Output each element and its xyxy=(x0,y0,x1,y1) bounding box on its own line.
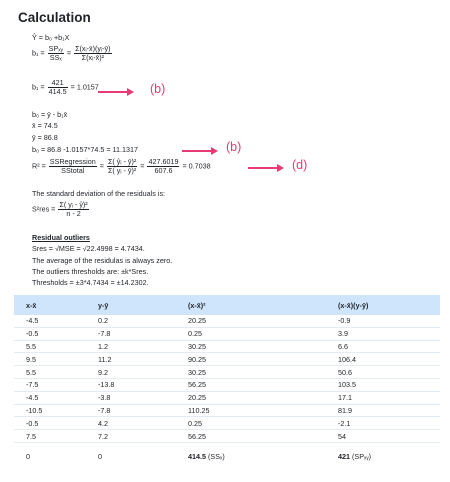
page-title: Calculation xyxy=(18,10,91,25)
residual-outliers-heading: Residual outliers xyxy=(32,233,90,242)
table-cell: 90.25 xyxy=(176,352,326,367)
residual-average-text: The average of the residulas is always z… xyxy=(32,256,173,265)
annotation-tag-b: (b) xyxy=(150,82,166,96)
table-cell: 50.6 xyxy=(326,365,440,379)
table-cell: 9.2 xyxy=(86,365,176,379)
table-cell: 6.6 xyxy=(326,340,440,354)
table-cell: 4.2 xyxy=(86,416,176,431)
table-cell: 7.5 xyxy=(14,429,86,443)
table-cell: 110.25 xyxy=(176,404,326,418)
table-cell: -0.9 xyxy=(326,315,440,328)
table-cell: -3.8 xyxy=(86,391,176,405)
table-total-row: 0 0 414.5 (SSₓ) 421 (SPₓᵧ) xyxy=(14,442,440,471)
table-cell: 56.25 xyxy=(176,429,326,443)
table-cell: 54 xyxy=(326,429,440,443)
table-cell: 30.25 xyxy=(176,365,326,379)
table-cell: 7.2 xyxy=(86,429,176,443)
column-header: x-x̄ xyxy=(26,300,37,310)
arrow-right-icon xyxy=(248,163,284,173)
table-cell: 1.2 xyxy=(86,340,176,354)
table-cell: 0.25 xyxy=(176,327,326,341)
table-cell: 0 xyxy=(98,452,102,462)
table-cell: 421 (SPₓᵧ) xyxy=(338,452,372,462)
annotation-tag-b: (b) xyxy=(226,140,242,154)
sres-value: Sres = √MSE = √22.4998 = 4.7434. xyxy=(32,244,145,253)
table-cell: 9.5 xyxy=(14,352,86,367)
b0-equation: b₀ = ȳ - b₁x̄ xyxy=(32,110,68,119)
thresholds-value: Thresholds = ±3*4.7434 = ±14.2302. xyxy=(32,278,149,287)
table-cell: -0.5 xyxy=(14,416,86,431)
column-header: y-ȳ xyxy=(98,300,109,310)
arrow-right-icon xyxy=(98,87,134,97)
table-cell: 106.4 xyxy=(326,352,440,367)
table-cell: -4.5 xyxy=(14,315,86,328)
table-cell: 5.5 xyxy=(14,340,86,354)
ybar-value: ȳ = 86.8 xyxy=(32,133,58,142)
outlier-thresholds-text: The outliers thresholds are: ±k*Sres. xyxy=(32,267,149,276)
table-cell: 103.5 xyxy=(326,378,440,392)
table-cell: -7.8 xyxy=(86,404,176,418)
table-cell: 3.9 xyxy=(326,327,440,341)
table-cell: 56.25 xyxy=(176,378,326,392)
table-cell: 30.25 xyxy=(176,340,326,354)
column-header: (x-x̄)(y-ȳ) xyxy=(338,300,369,310)
annotation-tag-d: (d) xyxy=(292,158,308,172)
table-cell: 20.25 xyxy=(176,391,326,405)
table-cell: -13.8 xyxy=(86,378,176,392)
table-cell: 20.25 xyxy=(176,315,326,328)
xbar-value: x̄ = 74.5 xyxy=(32,121,58,130)
table-cell: 81.9 xyxy=(326,404,440,418)
table-cell: 11.2 xyxy=(86,352,176,367)
table-cell: 17.1 xyxy=(326,391,440,405)
std-residuals-text: The standard deviation of the residuals … xyxy=(32,189,166,198)
table-cell: -2.1 xyxy=(326,416,440,431)
table-cell: 0.25 xyxy=(176,416,326,431)
arrow-right-icon xyxy=(182,146,218,156)
table-cell: -0.5 xyxy=(14,327,86,341)
table-cell: -10.5 xyxy=(14,404,86,418)
table-cell: 0 xyxy=(26,452,30,462)
table-cell: 5.5 xyxy=(14,365,86,379)
b0-value: b₀ = 86.8 -1.0157*74.5 = 11.1317 xyxy=(32,145,138,154)
table-cell: -7.5 xyxy=(14,378,86,392)
table-cell: -7.8 xyxy=(86,327,176,341)
column-header: (x-x̄)² xyxy=(188,300,206,310)
table-header-row: x-x̄ y-ȳ (x-x̄)² (x-x̄)(y-ȳ) xyxy=(14,295,440,315)
table-cell: -4.5 xyxy=(14,391,86,405)
table-cell: 0.2 xyxy=(86,315,176,328)
table-cell: 414.5 (SSₓ) xyxy=(188,452,225,462)
yhat-equation: Ŷ = b₀ +b₁X xyxy=(32,33,70,42)
